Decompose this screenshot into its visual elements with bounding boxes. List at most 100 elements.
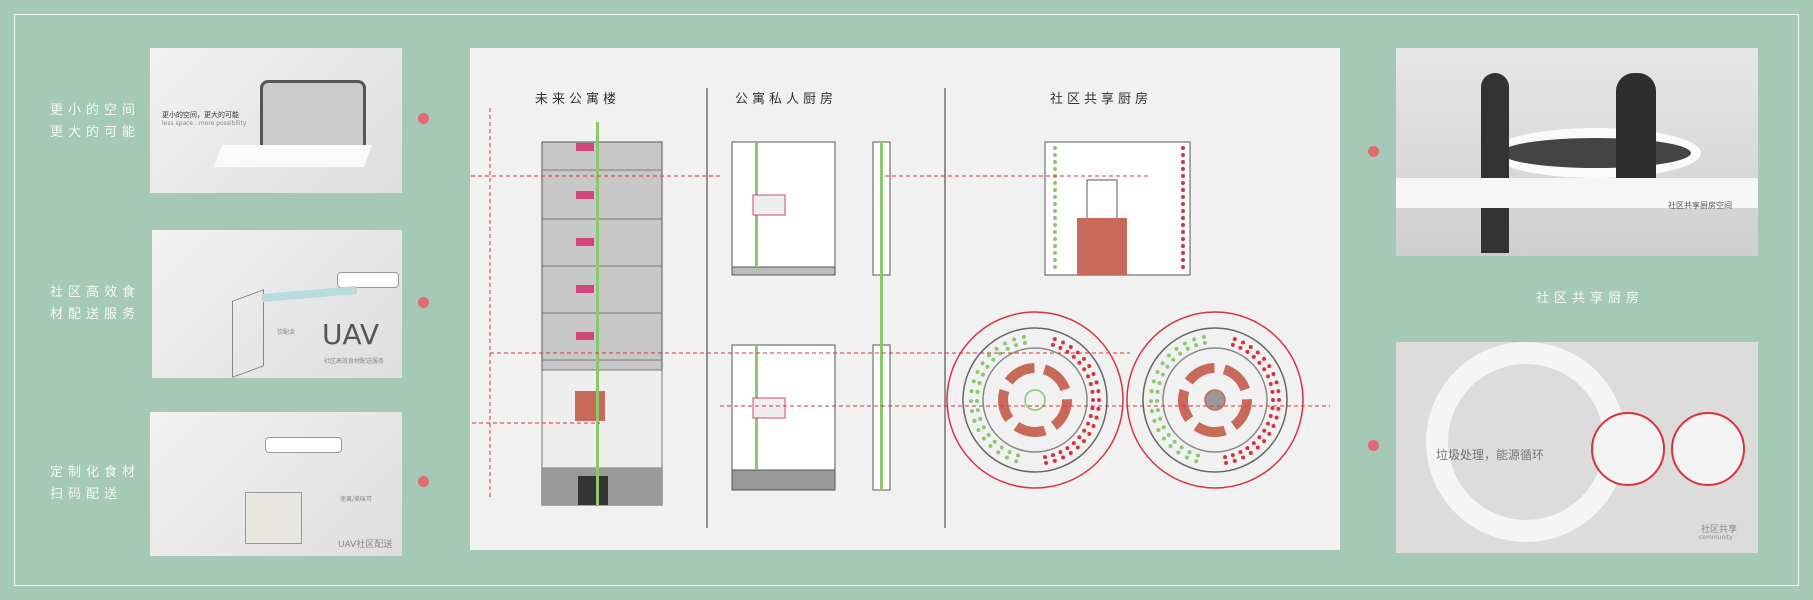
marker-dot (1004, 455, 1009, 460)
marker-dot (1075, 350, 1080, 355)
marker-dot (1077, 360, 1082, 365)
marker-dot (1230, 342, 1235, 347)
marker-dot (1160, 372, 1165, 377)
marker-dot (1043, 455, 1048, 460)
border-frame (14, 14, 1799, 586)
marker-dot (1182, 341, 1187, 346)
marker-dot (1061, 340, 1066, 345)
marker-dot (1152, 418, 1157, 423)
marker-dot (1088, 413, 1093, 418)
marker-dot (1185, 346, 1190, 351)
marker-dot (1157, 381, 1162, 386)
marker-dot (977, 381, 982, 386)
apartment-building (541, 122, 663, 506)
system-diagram (415, 88, 1330, 528)
marker-dot (1270, 389, 1275, 394)
marker-dot (1097, 398, 1101, 402)
marker-dot (1245, 349, 1250, 354)
marker-dot (1155, 369, 1160, 374)
marker-dot (1178, 351, 1183, 356)
private-kitchen (731, 141, 891, 491)
marker-dot (1223, 455, 1228, 460)
fridge-render-image: 更小的空间，更大的可能 less space , more possibilit… (150, 48, 402, 193)
marker-dot (1094, 415, 1099, 420)
marker-dot (1255, 445, 1260, 450)
marker-dot (1087, 431, 1092, 436)
marker-dot (1181, 237, 1185, 241)
marker-dot (1071, 441, 1076, 446)
uav-render-image: UAV 社区高效食材配送服务 饮配余 (152, 230, 402, 378)
marker-dot (1268, 382, 1273, 387)
marker-dot (1181, 188, 1185, 192)
marker-dot (1181, 153, 1185, 157)
marker-dot (1053, 258, 1057, 262)
marker-dot (1181, 167, 1185, 171)
label-custom-scan: 定制化食材扫码配送 (50, 465, 141, 502)
marker-dot (1194, 343, 1199, 348)
marker-dot (1068, 344, 1073, 349)
marker-dot (1166, 353, 1171, 358)
caption: 更小的空间，更大的可能 (162, 111, 239, 119)
marker-dot (1082, 367, 1087, 372)
marker-dot (1241, 340, 1246, 345)
marker-dot (1012, 337, 1017, 342)
marker-dot (1053, 160, 1057, 164)
marker-dot (1262, 367, 1267, 372)
marker-dot (1091, 424, 1096, 429)
marker-dot (1053, 209, 1057, 213)
connector-dot (418, 297, 429, 308)
marker-dot (1005, 346, 1010, 351)
marker-dot (1265, 374, 1270, 379)
marker-dot (1161, 436, 1166, 441)
label-delivery-service: 社区高效食材配送服务 (50, 285, 141, 322)
marker-dot (1087, 364, 1092, 369)
marker-dot (1052, 458, 1057, 463)
marker-dot (1065, 446, 1070, 451)
marker-dot (1155, 389, 1160, 394)
marker-dot (1257, 360, 1262, 365)
marker-dot (1179, 445, 1184, 450)
marker-dot (1267, 364, 1272, 369)
marker-dot (1251, 354, 1256, 359)
marker-dot (1224, 461, 1229, 466)
marker-dot (1052, 337, 1057, 342)
marker-dot (1232, 337, 1237, 342)
marker-dot (1053, 146, 1057, 150)
marker-dot (1085, 374, 1090, 379)
marker-dot (1002, 341, 1007, 346)
marker-dot (1053, 188, 1057, 192)
marker-dot (1181, 223, 1185, 227)
marker-dot (1090, 389, 1095, 394)
marker-dot (1202, 340, 1207, 345)
marker-dot (1094, 380, 1099, 385)
marker-dot (1196, 453, 1201, 458)
caption: 社区共享厨房空间 (1668, 201, 1732, 210)
tag: 速果/美味可 (340, 496, 373, 503)
marker-dot (1187, 450, 1192, 455)
marker-dot (1050, 342, 1055, 347)
marker-dot (1181, 244, 1185, 248)
caption: 垃圾处理，能源循环 (1436, 448, 1545, 462)
marker-dot (985, 364, 990, 369)
connector-dot (1368, 440, 1379, 451)
marker-dot (1265, 421, 1270, 426)
marker-dot (1077, 435, 1082, 440)
marker-dot (1232, 458, 1237, 463)
marker-dot (1181, 146, 1185, 150)
marker-dot (969, 409, 974, 414)
marker-dot (1155, 408, 1160, 413)
marker-dot (1149, 389, 1154, 394)
marker-dot (1181, 195, 1185, 199)
marker-dot (992, 439, 997, 444)
marker-dot (1014, 459, 1019, 464)
marker-dot (1181, 258, 1185, 262)
marker-dot (1096, 406, 1101, 411)
marker-dot (1053, 153, 1057, 157)
marker-dot (1181, 174, 1185, 178)
marker-dot (1085, 421, 1090, 426)
marker-dot (1160, 361, 1165, 366)
marker-dot (1053, 265, 1057, 269)
marker-dot (1271, 398, 1275, 402)
marker-dot (1274, 415, 1279, 420)
tag-en: community (1699, 534, 1733, 541)
